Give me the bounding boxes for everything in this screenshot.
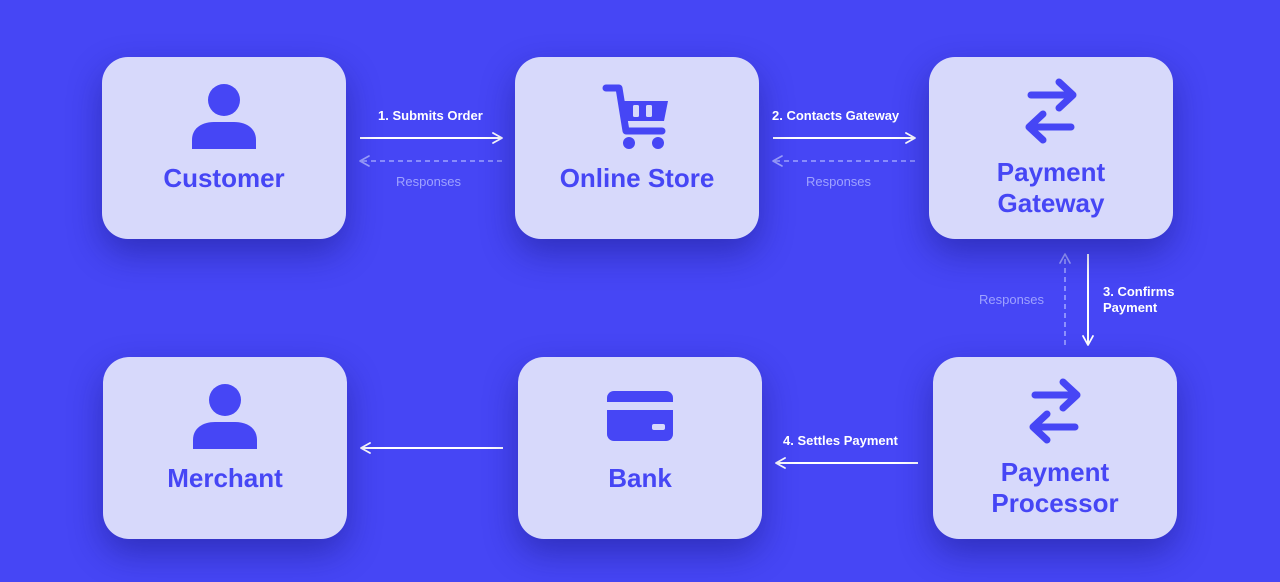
online-store-box: Online Store [515,57,759,239]
payment-processor-label-line-2: Processor [991,488,1119,518]
bank-label: Bank [608,463,672,493]
payment-gateway-label: Payment Gateway [929,157,1173,219]
confirms-payment-label-line-2: Payment [1103,300,1158,315]
shopping-cart-icon [515,81,759,151]
payment-processor-box: Payment Processor [933,357,1177,539]
online-store-label: Online Store [559,163,715,193]
settles-payment-label: 4. Settles Payment [783,433,898,448]
payment-gateway-label-line-1: Payment [996,157,1106,187]
payment-gateway-label-line-2: Gateway [997,188,1105,218]
responses-label-2: Responses [806,174,872,189]
confirms-payment-label: 3. Confirms Payment [1103,284,1175,316]
confirms-payment-label-line-1: 3. Confirms [1103,284,1175,299]
payment-processor-label-line-1: Payment [1000,457,1110,487]
swap-arrows-icon [933,377,1177,447]
responses-label-3: Responses [979,292,1045,307]
merchant-box: Merchant [103,357,347,539]
person-icon [103,383,347,451]
person-icon [102,83,346,151]
submits-order-label: 1. Submits Order [378,108,483,123]
responses-label-1: Responses [396,174,462,189]
contacts-gateway-label: 2. Contacts Gateway [772,108,900,123]
swap-arrows-icon [929,77,1173,147]
customer-label: Customer [163,163,285,193]
merchant-label: Merchant [167,463,283,493]
credit-card-icon [518,390,762,442]
bank-box: Bank [518,357,762,539]
payment-gateway-box: Payment Gateway [929,57,1173,239]
customer-box: Customer [102,57,346,239]
payment-processor-label: Payment Processor [933,457,1177,519]
